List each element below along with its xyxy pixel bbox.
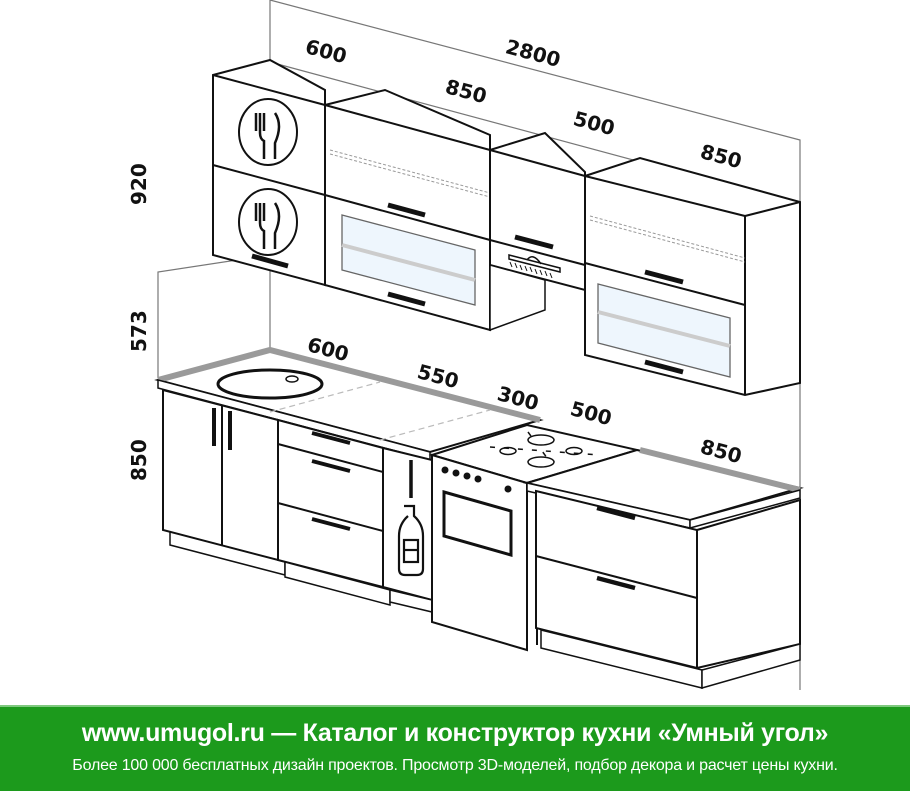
bottle-icon xyxy=(397,504,425,577)
range-hood-icon xyxy=(508,254,561,279)
dim-upper-height: 920 xyxy=(127,163,151,205)
kitchen-diagram: 2800 600 850 500 850 920 573 850 600 550… xyxy=(127,0,804,690)
footer-title-link[interactable]: www.umugol.ru — Каталог и конструктор ку… xyxy=(81,719,829,747)
dim-lower-4: 500 xyxy=(568,396,615,430)
dim-upper-1: 600 xyxy=(303,34,350,68)
dim-upper-2: 850 xyxy=(443,74,490,108)
upper-cabinet-850-b xyxy=(584,156,801,397)
dim-upper-3: 500 xyxy=(571,106,618,140)
upper-cabinet-600 xyxy=(212,58,326,287)
countertop xyxy=(154,346,544,461)
stove-knobs-icon xyxy=(441,466,512,493)
dim-base-height: 850 xyxy=(127,439,151,481)
upper-cabinet-500-hood xyxy=(489,131,586,332)
footer-banner: www.umugol.ru — Каталог и конструктор ку… xyxy=(0,705,910,791)
base-cabinet-300-bottle xyxy=(382,446,433,613)
gas-stove-500 xyxy=(428,423,641,652)
base-cabinet-850-drawers xyxy=(523,447,804,689)
base-cabinet-550-drawers xyxy=(277,418,391,606)
sink-icon xyxy=(216,368,324,400)
footer-subtitle: Более 100 000 бесплатных дизайн проектов… xyxy=(72,757,838,774)
dim-gap-height: 573 xyxy=(127,310,151,352)
upper-cabinet-850-a xyxy=(324,88,491,332)
base-cabinet-600-sink xyxy=(162,388,286,576)
stove-burners-icon xyxy=(489,431,601,471)
dim-upper-4: 850 xyxy=(698,139,745,173)
dim-total-width: 2800 xyxy=(503,34,563,72)
